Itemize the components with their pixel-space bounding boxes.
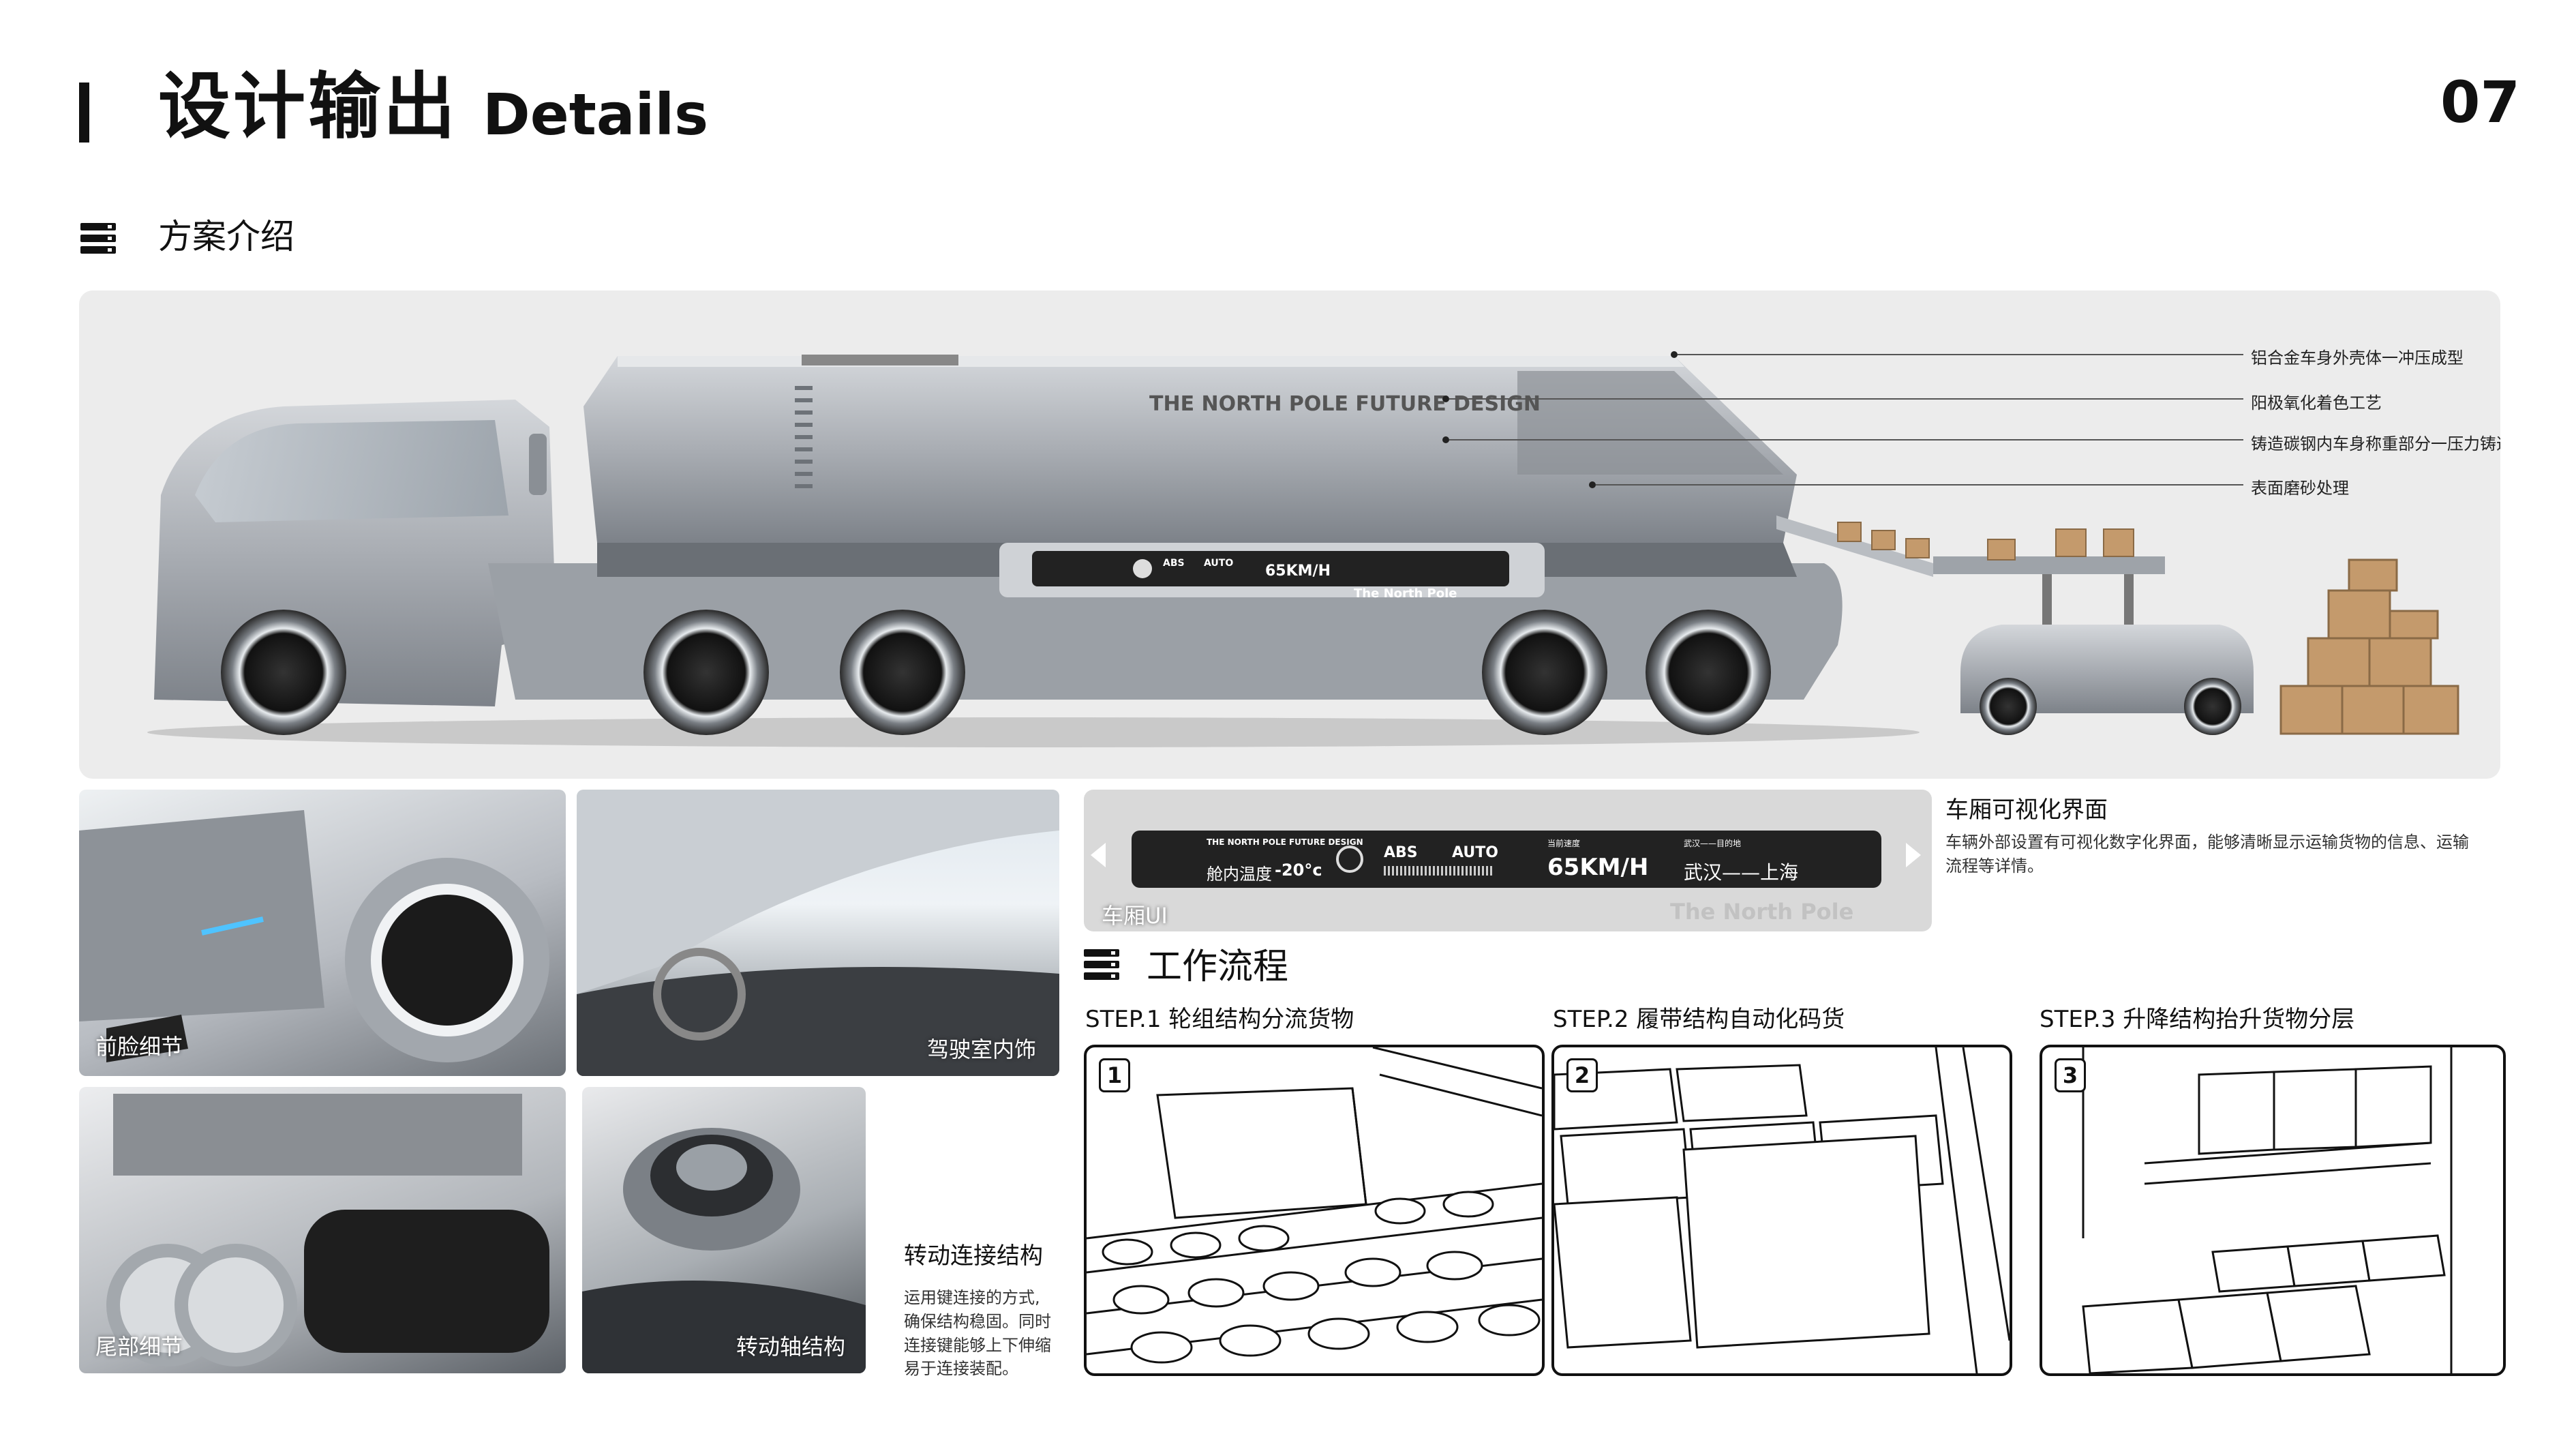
annotation-4: 表面磨砂处理	[2251, 479, 2349, 498]
step-2-panel: 2	[1551, 1045, 2012, 1376]
tile-interior: 驾驶室内饰	[577, 790, 1059, 1076]
cargo-ui-panel: THE NORTH POLE FUTURE DESIGN 舱内温度 -20°c …	[1084, 790, 1932, 931]
ui-abs: ABS	[1384, 844, 1418, 861]
page-number: 07	[2440, 69, 2520, 136]
ui-watermark: The North Pole	[1670, 899, 1854, 925]
hero-auto-text: AUTO	[1204, 558, 1233, 569]
connection-desc: 运用键连接的方式, 确保结构稳固。同时 连接键能够上下伸缩 易于连接装配。	[904, 1288, 1051, 1379]
connection-title: 转动连接结构	[904, 1242, 1043, 1270]
step-number-badge: 1	[1099, 1058, 1130, 1092]
annotation-2: 阳极氧化着色工艺	[2251, 393, 2382, 413]
server-icon	[1084, 949, 1119, 987]
section-title-intro: 方案介绍	[158, 217, 294, 256]
cargo-ui-desc: 车辆外部设置有可视化数字化界面，能够清晰显示运输货物的信息、运输 流程等详情。	[1945, 833, 2469, 876]
hero-speed-text: 65KM/H	[1265, 563, 1331, 580]
arrow-left-icon	[1091, 843, 1106, 867]
truck-illustration: THE NORTH POLE FUTURE DESIGN ABS AUTO 65…	[147, 355, 2459, 747]
trailer-brand-text: THE NORTH POLE FUTURE DESIGN	[1149, 392, 1541, 416]
ui-auto: AUTO	[1452, 844, 1498, 861]
tile-caption: 转动轴结构	[736, 1334, 846, 1360]
page-title: 设计输出	[158, 65, 458, 149]
step-2-label: STEP.2 履带结构自动化码货	[1553, 1006, 1845, 1033]
cargo-ui-caption: 车厢UI	[1102, 903, 1168, 929]
section-title-workflow: 工作流程	[1147, 946, 1289, 987]
annotation-1: 铝合金车身外壳体一冲压成型	[2251, 348, 2464, 368]
tile-axle: 转动轴结构	[582, 1087, 866, 1373]
truck-wheels	[221, 610, 1771, 735]
cargo-ui-display: THE NORTH POLE FUTURE DESIGN 舱内温度 -20°c …	[1132, 831, 1881, 888]
ui-route-label: 武汉——目的地	[1684, 839, 1742, 848]
tile-front-detail: 前脸细节	[79, 790, 566, 1076]
tile-caption: 尾部细节	[95, 1334, 183, 1360]
step-1-label: STEP.1 轮组结构分流货物	[1085, 1006, 1354, 1033]
tile-rear-detail: 尾部细节	[79, 1087, 566, 1373]
ui-temp-value: -20°c	[1275, 861, 1322, 880]
hero-render: THE NORTH POLE FUTURE DESIGN ABS AUTO 65…	[79, 290, 2500, 779]
ui-temp-label: 舱内温度	[1207, 865, 1272, 884]
tile-caption: 前脸细节	[95, 1034, 183, 1060]
ui-brand-text: THE NORTH POLE FUTURE DESIGN	[1207, 837, 1363, 847]
step-number-badge: 3	[2055, 1058, 2086, 1092]
trailer-badge-text: The North Pole	[1354, 586, 1457, 601]
step-3-panel: 3	[2040, 1045, 2506, 1376]
page-subtitle: Details	[483, 81, 709, 148]
step-3-label: STEP.3 升降结构抬升货物分层	[2040, 1006, 2355, 1033]
step-number-badge: 2	[1566, 1058, 1598, 1092]
cargo-boxes	[2279, 558, 2459, 735]
ui-speed: 65KM/H	[1547, 854, 1649, 881]
hero-abs-text: ABS	[1163, 558, 1185, 569]
step-1-panel: 1	[1084, 1045, 1545, 1376]
cargo-ui-title: 车厢可视化界面	[1945, 796, 2108, 824]
ui-indicator-icon	[1336, 846, 1363, 873]
ui-level-bars	[1384, 866, 1493, 876]
ui-speed-label: 当前速度	[1547, 839, 1581, 848]
title-bar-accent	[79, 83, 89, 143]
annotation-3: 铸造碳钢内车身称重部分一压力铸造	[2251, 434, 2500, 453]
display-indicator-icon	[1133, 559, 1152, 578]
arrow-right-icon	[1906, 843, 1921, 867]
server-icon	[80, 223, 116, 261]
ui-route: 武汉——上海	[1684, 861, 1799, 884]
tile-caption: 驾驶室内饰	[927, 1036, 1037, 1062]
